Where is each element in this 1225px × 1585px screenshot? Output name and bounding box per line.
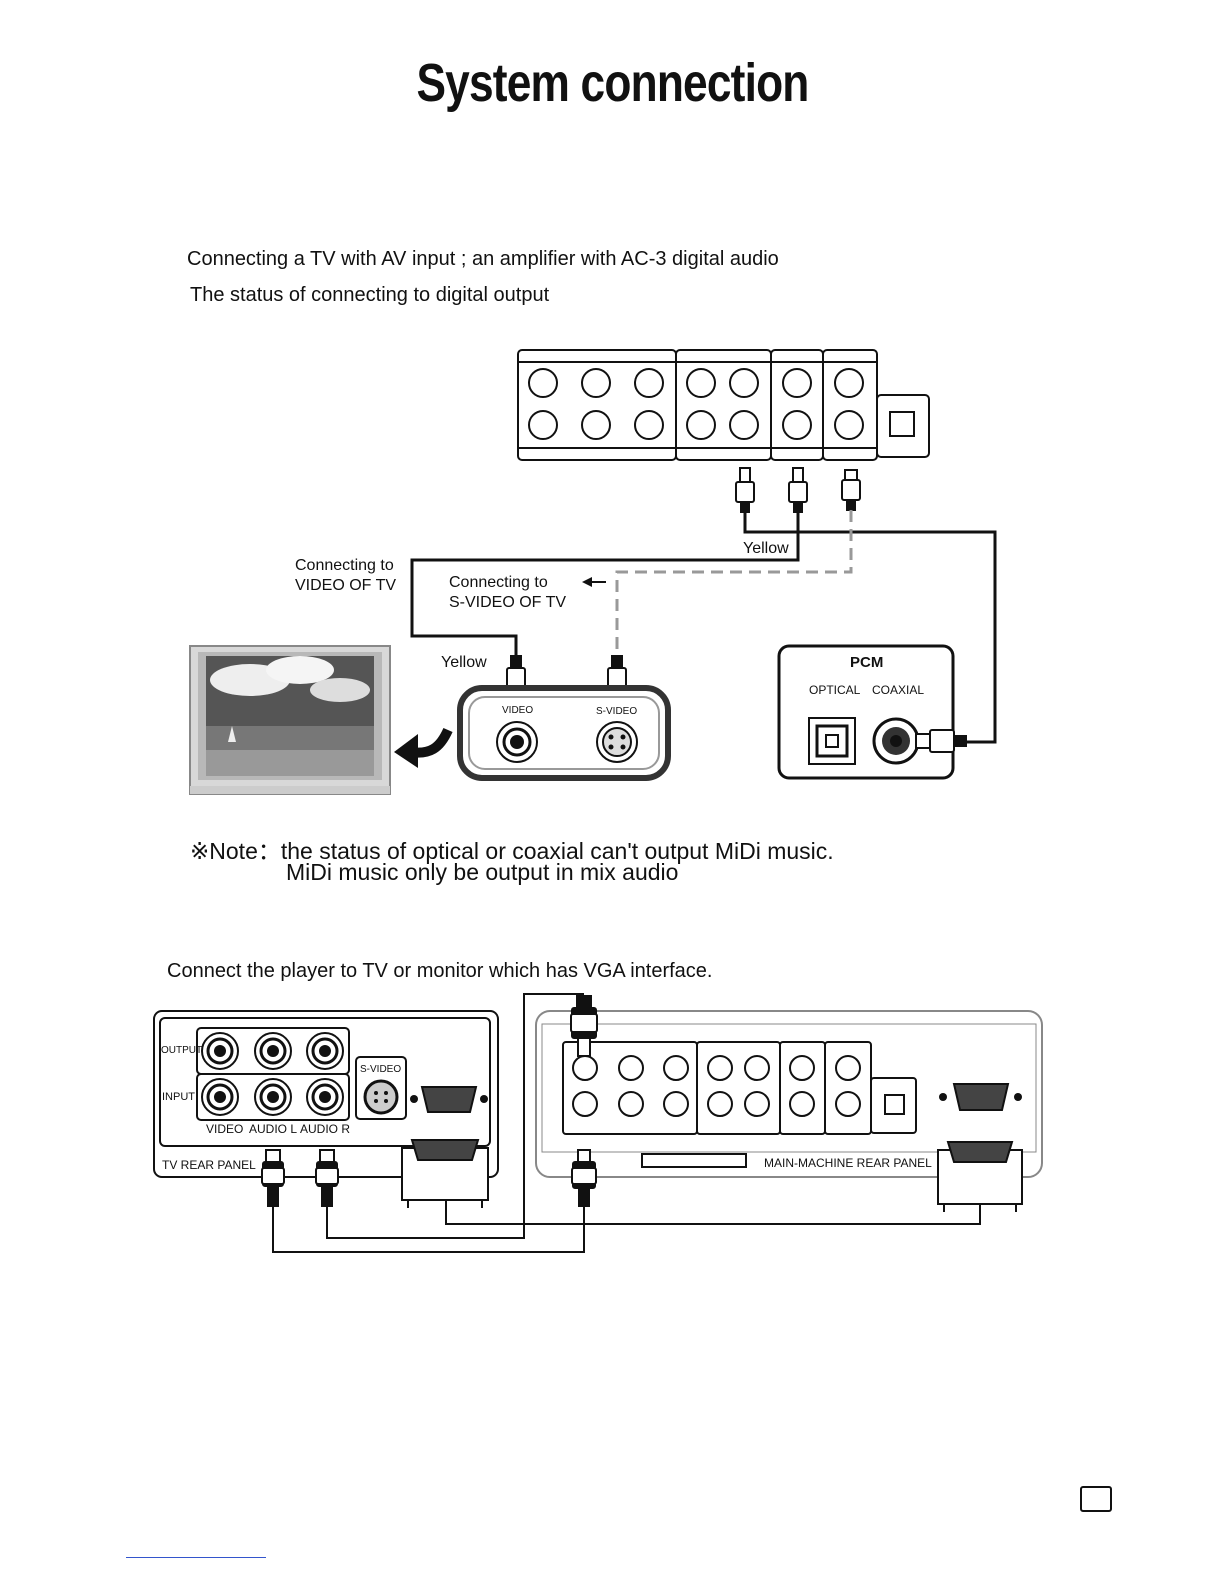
- note-line-1: ※Note：the status of optical or coaxial c…: [190, 838, 834, 864]
- svideo-label-2: S-VIDEO: [360, 1064, 402, 1075]
- note-line-2: MiDi music only be output in mix audio: [286, 859, 679, 885]
- conn-video-label-2: VIDEO OF TV: [295, 577, 397, 594]
- main-rear-panel-label: MAIN-MACHINE REAR PANEL: [764, 1156, 932, 1170]
- tv-image: [189, 645, 391, 795]
- yellow-label-top: Yellow: [743, 540, 789, 557]
- coaxial-label: COAXIAL: [872, 683, 925, 697]
- optical-label: OPTICAL: [809, 683, 861, 697]
- svideo-jack-label: S-VIDEO: [596, 706, 638, 717]
- conn-video-label-1: Connecting to: [295, 557, 394, 574]
- intro-line-2: The status of connecting to digital outp…: [190, 284, 550, 306]
- input-label: INPUT: [162, 1091, 195, 1103]
- footer-rule: [126, 1557, 266, 1558]
- pcm-label: PCM: [850, 654, 884, 671]
- conn-svideo-label-2: S-VIDEO OF TV: [449, 594, 567, 611]
- tv-rear-panel-label: TV REAR PANEL: [162, 1158, 256, 1172]
- intro-line-1: Connecting a TV with AV input ; an ampli…: [187, 248, 779, 270]
- page-title: System connection: [416, 53, 809, 113]
- audio-r-label: AUDIO R: [300, 1122, 351, 1136]
- vga-intro: Connect the player to TV or monitor whic…: [167, 960, 713, 982]
- video-label-2: VIDEO: [206, 1122, 244, 1136]
- output-label: OUTPUT: [161, 1045, 203, 1056]
- audio-l-label: AUDIO L: [249, 1122, 298, 1136]
- page-number-box: [1080, 1486, 1112, 1512]
- video-jack-label: VIDEO: [502, 705, 534, 716]
- yellow-label-tv: Yellow: [441, 654, 487, 671]
- conn-svideo-label-1: Connecting to: [449, 574, 548, 591]
